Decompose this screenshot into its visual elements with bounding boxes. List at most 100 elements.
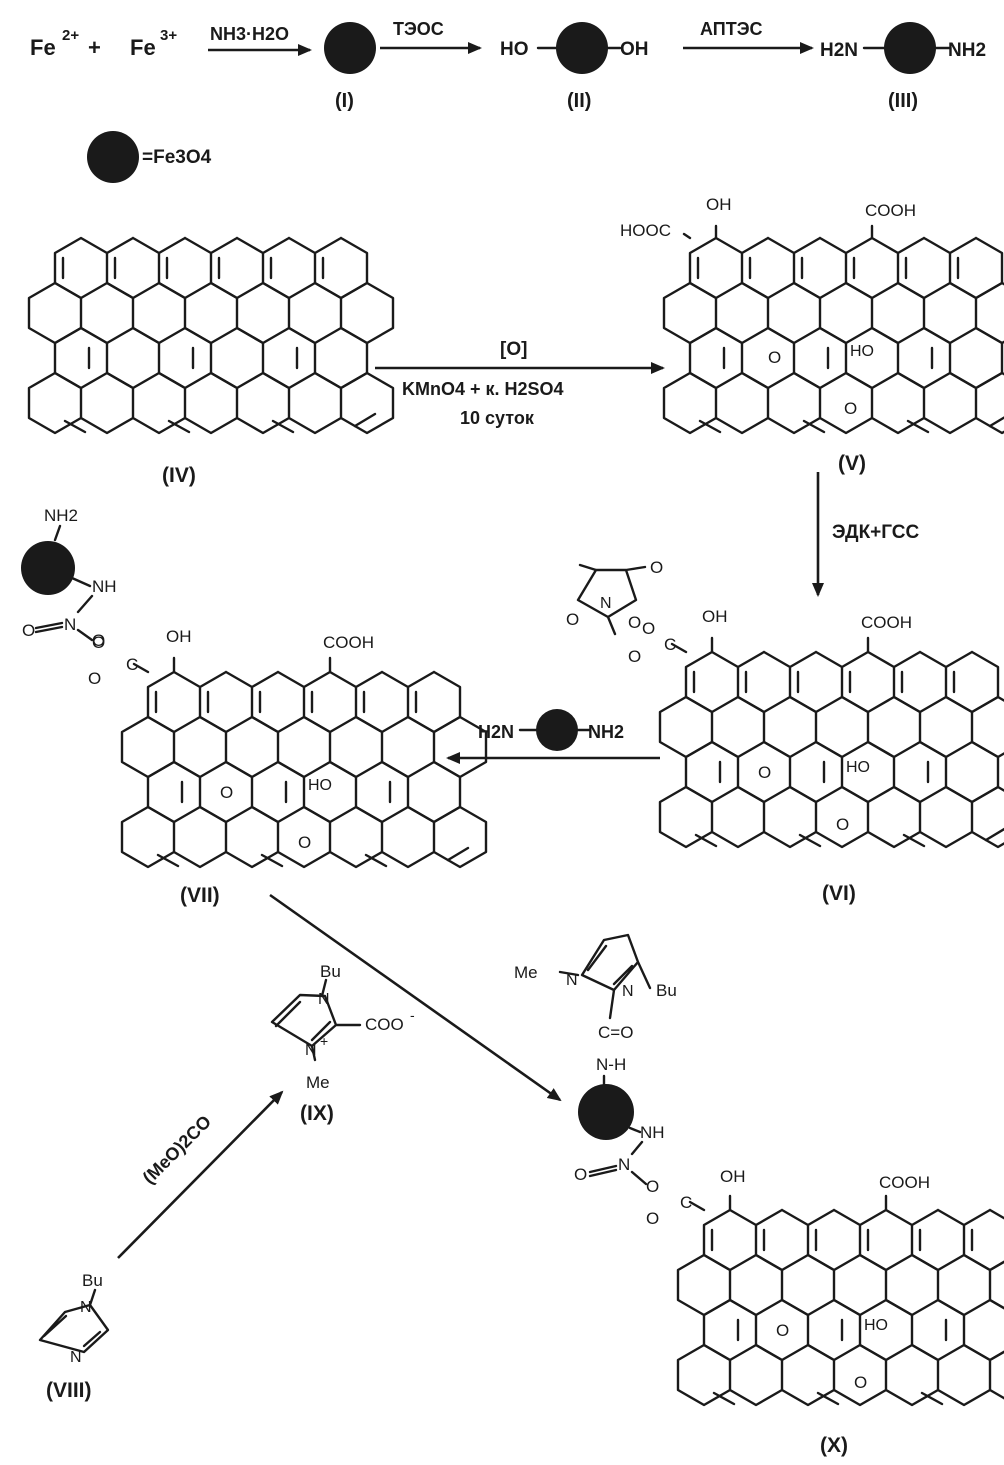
svg-text:C: C [664, 635, 676, 654]
svg-text:O: O [628, 647, 641, 666]
svg-text:Me: Me [514, 963, 538, 982]
svg-text:HO: HO [864, 1317, 888, 1334]
svg-text:HO: HO [846, 759, 870, 776]
label-IX: (IX) [300, 1102, 334, 1125]
graphene-oxide-X: C O OH COOH O HO O [646, 1167, 1004, 1407]
svg-text:N: N [618, 1155, 630, 1174]
label-VII: (VII) [180, 884, 220, 907]
svg-text:O: O [298, 833, 311, 852]
svg-text:Bu: Bu [656, 981, 677, 1000]
svg-text:OH: OH [706, 195, 732, 214]
arrow-to-X [269, 893, 562, 1102]
svg-text:O: O [768, 348, 781, 367]
label-IV: (IV) [162, 464, 196, 487]
svg-text:N: N [80, 1299, 92, 1316]
silica-particle-II [556, 22, 608, 74]
arrow-carbonate [117, 1090, 284, 1259]
amine-particle-III [884, 22, 936, 74]
label-II: (II) [567, 90, 591, 112]
svg-text:O: O [92, 631, 105, 650]
svg-text:NH: NH [92, 577, 117, 596]
svg-text:COOH: COOH [323, 633, 374, 652]
arrow-label-time: 10 суток [460, 408, 535, 428]
svg-text:NH2: NH2 [44, 506, 78, 525]
svg-text:COOH: COOH [865, 201, 916, 220]
arrow-label-kmno4: KMnO4 + к. H2SO4 [402, 379, 564, 399]
svg-text:O: O [220, 783, 233, 802]
svg-text:O: O [646, 1209, 659, 1228]
group-H2N-III: H2N [820, 40, 858, 61]
group-OH-II: OH [620, 39, 649, 60]
svg-text:-: - [410, 1007, 415, 1023]
svg-text:O: O [854, 1373, 867, 1392]
arrow-label-carbonate: (MeO)2CO [139, 1111, 215, 1187]
svg-text:COOH: COOH [861, 613, 912, 632]
graphene-IV [27, 236, 395, 435]
svg-text:O: O [92, 633, 105, 652]
svg-text:Bu: Bu [320, 962, 341, 981]
svg-text:C=O: C=O [598, 1023, 633, 1042]
fe3-charge: 3+ [160, 27, 177, 44]
imidazole-X [558, 933, 652, 1020]
label-V: (V) [838, 452, 866, 475]
svg-text:O: O [758, 763, 771, 782]
svg-text:C: C [126, 655, 138, 674]
label-VIII: (VIII) [46, 1379, 92, 1402]
arrow-group-H2N: H2N [478, 722, 514, 742]
particle-VII [21, 541, 75, 595]
conjugate-VII: C O O OH COOH O HO O [88, 627, 488, 869]
svg-text:N: N [622, 983, 634, 1000]
svg-text:N-H: N-H [596, 1055, 626, 1074]
label-X: (X) [820, 1434, 848, 1457]
group-NH2-III: NH2 [948, 40, 986, 61]
svg-text:+: + [320, 1033, 328, 1049]
svg-text:N: N [70, 1349, 82, 1366]
legend-text: =Fe3O4 [142, 147, 212, 168]
particle-X [578, 1084, 634, 1140]
svg-text:C: C [680, 1193, 692, 1212]
arrow-label-teos: ТЭОС [393, 19, 444, 39]
svg-text:O: O [566, 610, 579, 629]
svg-text:N: N [305, 1042, 317, 1059]
svg-text:COO: COO [365, 1015, 404, 1034]
imidazole-VIII [38, 1288, 110, 1354]
legend-particle [87, 131, 139, 183]
group-HO-II: HO [500, 39, 529, 60]
svg-text:Me: Me [306, 1073, 330, 1092]
svg-text:Bu: Bu [82, 1271, 103, 1290]
plus-sign: + [88, 35, 101, 60]
svg-text:O: O [844, 399, 857, 418]
svg-text:N: N [318, 991, 330, 1008]
svg-text:COOH: COOH [879, 1173, 930, 1192]
svg-text:OH: OH [166, 627, 192, 646]
magnetite-particle-I [324, 22, 376, 74]
svg-text:HOOC: HOOC [620, 221, 671, 240]
activated-ester-VI: C O O OH COOH O HO O [628, 607, 1004, 849]
svg-text:HO: HO [850, 343, 874, 360]
svg-text:O: O [22, 621, 35, 640]
label-III: (III) [888, 90, 918, 112]
svg-text:HO: HO [308, 777, 332, 794]
arrow-label-aptes: АПТЭС [700, 19, 763, 39]
arrow-group-NH2: NH2 [588, 722, 624, 742]
label-I: (I) [335, 90, 354, 112]
svg-text:O: O [646, 1177, 659, 1196]
svg-text:O: O [642, 619, 655, 638]
amine-particle-reagent [536, 709, 578, 751]
arrow-label-ammonia: NH3·H2O [210, 24, 289, 44]
imidazolium-IX [270, 978, 362, 1062]
graphene-oxide-V: HOOC OH COOH O HO O [620, 195, 1004, 435]
fe2-ion: Fe [30, 35, 56, 60]
arrow-label-edc: ЭДК+ГСС [832, 522, 920, 543]
svg-text:N: N [600, 595, 612, 612]
svg-text:NH: NH [640, 1123, 665, 1142]
svg-text:O: O [574, 1165, 587, 1184]
svg-text:OH: OH [702, 607, 728, 626]
svg-text:N: N [64, 615, 76, 634]
svg-text:OH: OH [720, 1167, 746, 1186]
svg-text:O: O [650, 558, 663, 577]
svg-text:N: N [566, 972, 578, 989]
fe2-charge: 2+ [62, 27, 79, 44]
svg-text:O: O [836, 815, 849, 834]
